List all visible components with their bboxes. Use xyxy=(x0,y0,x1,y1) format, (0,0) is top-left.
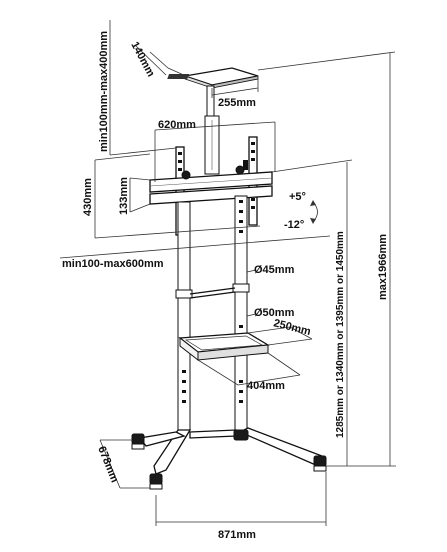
label-tilt-up: +5° xyxy=(289,191,306,203)
label-pole-diameter-lower: Ø50mm xyxy=(254,307,295,319)
lower-pole xyxy=(175,195,250,431)
label-tray-width: 255mm xyxy=(218,97,256,109)
label-vesa-height-range: min100mm-max400mm xyxy=(98,31,110,152)
tv-mount-bracket xyxy=(149,136,273,236)
label-mount-width: 620mm xyxy=(158,119,196,131)
caster-right xyxy=(313,455,327,472)
label-tray-depth: 140mm xyxy=(128,40,156,79)
label-shelf-depth: 250mm xyxy=(272,317,312,338)
dimension-labels: 140mm 255mm min100mm-max400mm 620mm 430m… xyxy=(62,31,389,541)
label-max-height: max1966mm xyxy=(377,234,389,300)
caster-front-left xyxy=(149,473,163,490)
label-shelf-width: 404mm xyxy=(247,380,285,392)
upper-column xyxy=(204,115,220,175)
dimension-lines xyxy=(59,20,396,526)
base-frame xyxy=(131,427,327,490)
middle-shelf xyxy=(178,332,271,362)
label-height-options: 1285mm or 1340mm or 1395mm or 1450mm xyxy=(335,231,346,438)
label-vesa-width-range: min100-max600mm xyxy=(62,258,164,270)
caster-back-left xyxy=(131,433,145,450)
caster-center xyxy=(233,429,249,441)
label-base-depth: 678mm xyxy=(95,445,120,485)
label-pole-diameter-upper: Ø45mm xyxy=(254,264,295,276)
label-bracket-height: 133mm xyxy=(118,177,130,215)
label-base-width: 871mm xyxy=(218,529,256,541)
label-tilt-down: -12° xyxy=(284,219,304,231)
label-mount-height: 430mm xyxy=(82,178,94,216)
top-tray xyxy=(167,67,259,119)
